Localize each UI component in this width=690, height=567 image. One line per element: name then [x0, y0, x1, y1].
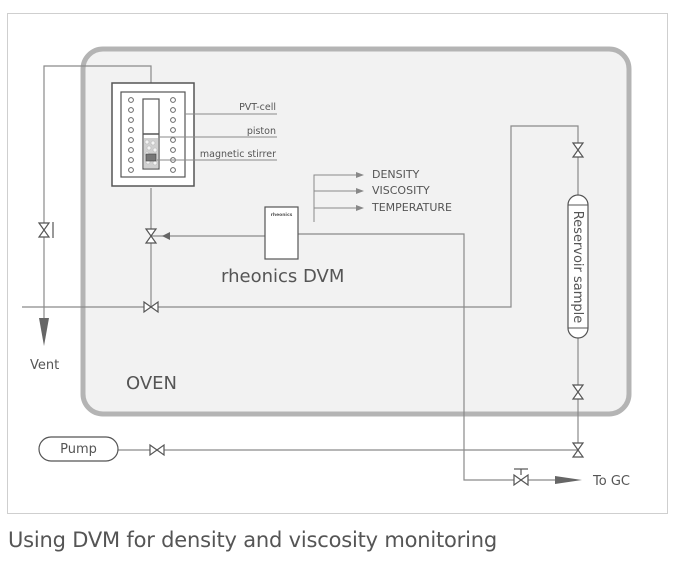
magnetic-stirrer-label: magnetic stirrer: [200, 149, 276, 160]
pvt-cell: [111, 82, 195, 187]
temperature-label: TEMPERATURE: [371, 201, 452, 214]
oven-box: [80, 46, 632, 417]
reservoir-sample: Reservoir sample: [567, 194, 589, 339]
dvm-device: rheonics: [264, 206, 299, 260]
piston-label: piston: [247, 126, 276, 137]
reservoir-label: Reservoir sample: [570, 211, 585, 324]
flow-arrow-icon: [162, 232, 170, 240]
oven-label: OVEN: [126, 373, 177, 394]
temperature-arrow-icon: [356, 205, 364, 211]
density-label: DENSITY: [372, 168, 420, 181]
figure-frame: [7, 13, 668, 514]
gc-valve-icon: [513, 474, 529, 486]
callout-lines: [157, 113, 277, 161]
dvm-logo: rheonics: [271, 212, 293, 218]
vent-label: Vent: [30, 358, 59, 373]
pump: Pump: [38, 436, 119, 462]
pvt-cell-label: PVT-cell: [239, 102, 276, 113]
pump-label: Pump: [60, 442, 97, 457]
figure-caption: Using DVM for density and viscosity moni…: [8, 528, 497, 552]
to-gc-arrow-icon: [555, 476, 582, 484]
viscosity-arrow-icon: [356, 188, 364, 194]
density-arrow-icon: [356, 172, 364, 178]
to-gc-label: To GC: [592, 474, 630, 489]
vent-valve-icon: [38, 222, 50, 238]
vent-arrow-icon: [39, 318, 49, 346]
viscosity-label: VISCOSITY: [372, 184, 430, 197]
process-diagram: PVT-cell piston magnetic stirrer rheonic…: [7, 13, 668, 514]
pump-valve-icon: [149, 444, 165, 456]
dvm-label: rheonics DVM: [221, 266, 344, 287]
valves: [38, 142, 584, 486]
